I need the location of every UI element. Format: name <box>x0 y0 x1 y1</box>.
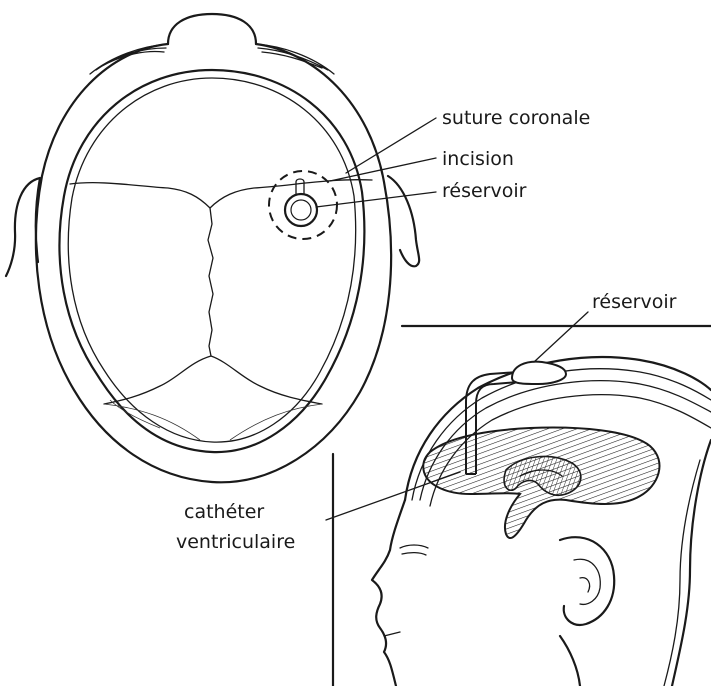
leader-reservoir-top <box>316 192 436 207</box>
leader-catheter <box>326 472 460 520</box>
label-catheter-line2: ventriculaire <box>176 531 295 553</box>
ear-inner <box>574 559 600 604</box>
face-profile <box>372 500 405 686</box>
leader-reservoir-side <box>534 312 588 362</box>
reservoir-tube-stub <box>296 179 304 194</box>
reservoir-side-view <box>512 362 566 384</box>
label-suture-coronale: suture coronale <box>442 107 590 129</box>
right-brow <box>256 44 334 74</box>
label-reservoir-side: réservoir <box>592 291 677 313</box>
head-outline <box>36 44 391 482</box>
ear-side <box>560 537 614 625</box>
reservoir-top-view <box>285 194 317 226</box>
label-reservoir-top: réservoir <box>442 180 527 202</box>
back-of-head <box>672 440 711 686</box>
leader-suture <box>346 118 436 173</box>
eye <box>400 545 428 555</box>
lambdoid-suture <box>104 356 322 404</box>
label-incision: incision <box>442 148 514 170</box>
lambdoid-lines <box>104 400 322 440</box>
head-side-view <box>372 357 711 686</box>
side-labels: réservoir cathéter ventriculaire <box>176 291 677 553</box>
right-ear <box>388 176 419 266</box>
top-labels: suture coronale incision réservoir <box>316 107 590 207</box>
neck-line <box>560 636 580 686</box>
left-brow <box>90 44 168 74</box>
mouth <box>384 632 400 636</box>
left-ear <box>6 178 40 276</box>
sagittal-suture <box>208 208 213 356</box>
nose-top <box>168 14 256 44</box>
label-catheter-line1: cathéter <box>184 501 264 523</box>
back-skull-inner <box>664 460 700 686</box>
coronal-suture <box>70 180 372 208</box>
skull-top-view <box>6 14 419 482</box>
